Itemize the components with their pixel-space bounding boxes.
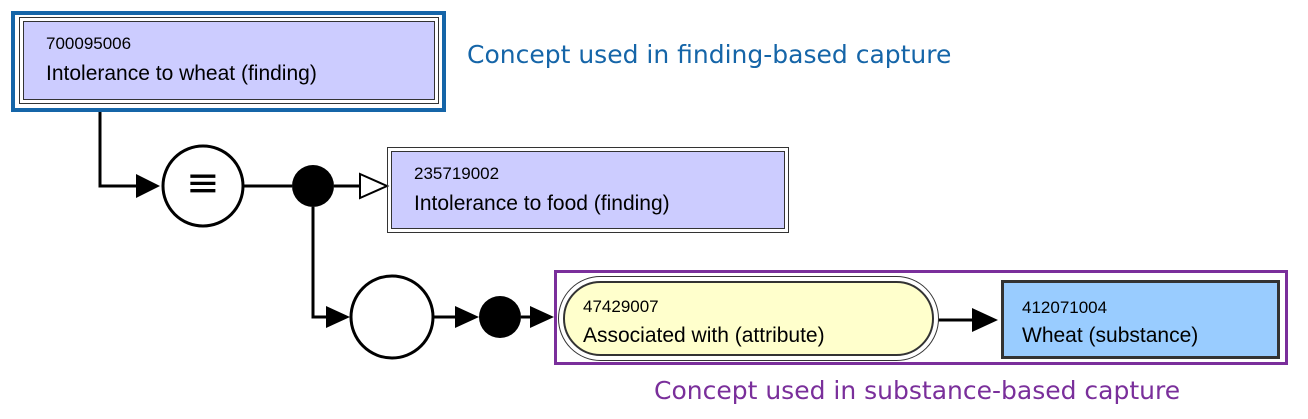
arrow-to-attribute: [530, 306, 554, 328]
arrow-to-group-dot: [455, 306, 479, 328]
value-concept-box[interactable]: 412071004 Wheat (substance): [1001, 280, 1280, 359]
finding-capture-highlight: [11, 11, 446, 112]
group-connector: [311, 207, 328, 319]
finding-capture-caption: Concept used in finding-based capture: [467, 40, 952, 69]
substance-capture-highlight: [554, 270, 1288, 365]
arrow-to-group: [326, 306, 350, 328]
value-concept-id: 412071004: [1022, 298, 1108, 317]
attribute-id: 47429007: [583, 297, 659, 316]
parent-concept-box[interactable]: 235719002 Intolerance to food (finding): [387, 147, 789, 233]
parent-concept-id: 235719002: [414, 164, 500, 183]
isa-arrowhead: [359, 172, 390, 200]
arrow-to-definition: [136, 174, 160, 198]
focus-concept-id: 700095006: [46, 34, 132, 53]
value-concept-term: Wheat (substance): [1022, 324, 1199, 347]
attribute-group-circle: [349, 274, 435, 360]
conjunction-dot: [292, 165, 334, 207]
equivalence-icon: ≡: [186, 160, 220, 206]
focus-concept-term: Intolerance to wheat (finding): [46, 62, 317, 85]
focus-connector: [98, 108, 138, 188]
attribute-outer-border: [558, 276, 939, 361]
attribute-box[interactable]: 47429007 Associated with (attribute): [563, 281, 934, 356]
substance-capture-caption: Concept used in substance-based capture: [654, 376, 1181, 405]
attribute-term: Associated with (attribute): [583, 324, 825, 347]
group-conjunction-dot: [479, 296, 521, 338]
arrow-to-value: [972, 308, 998, 332]
parent-concept-term: Intolerance to food (finding): [414, 192, 670, 215]
focus-concept-box[interactable]: 700095006 Intolerance to wheat (finding): [19, 17, 439, 104]
